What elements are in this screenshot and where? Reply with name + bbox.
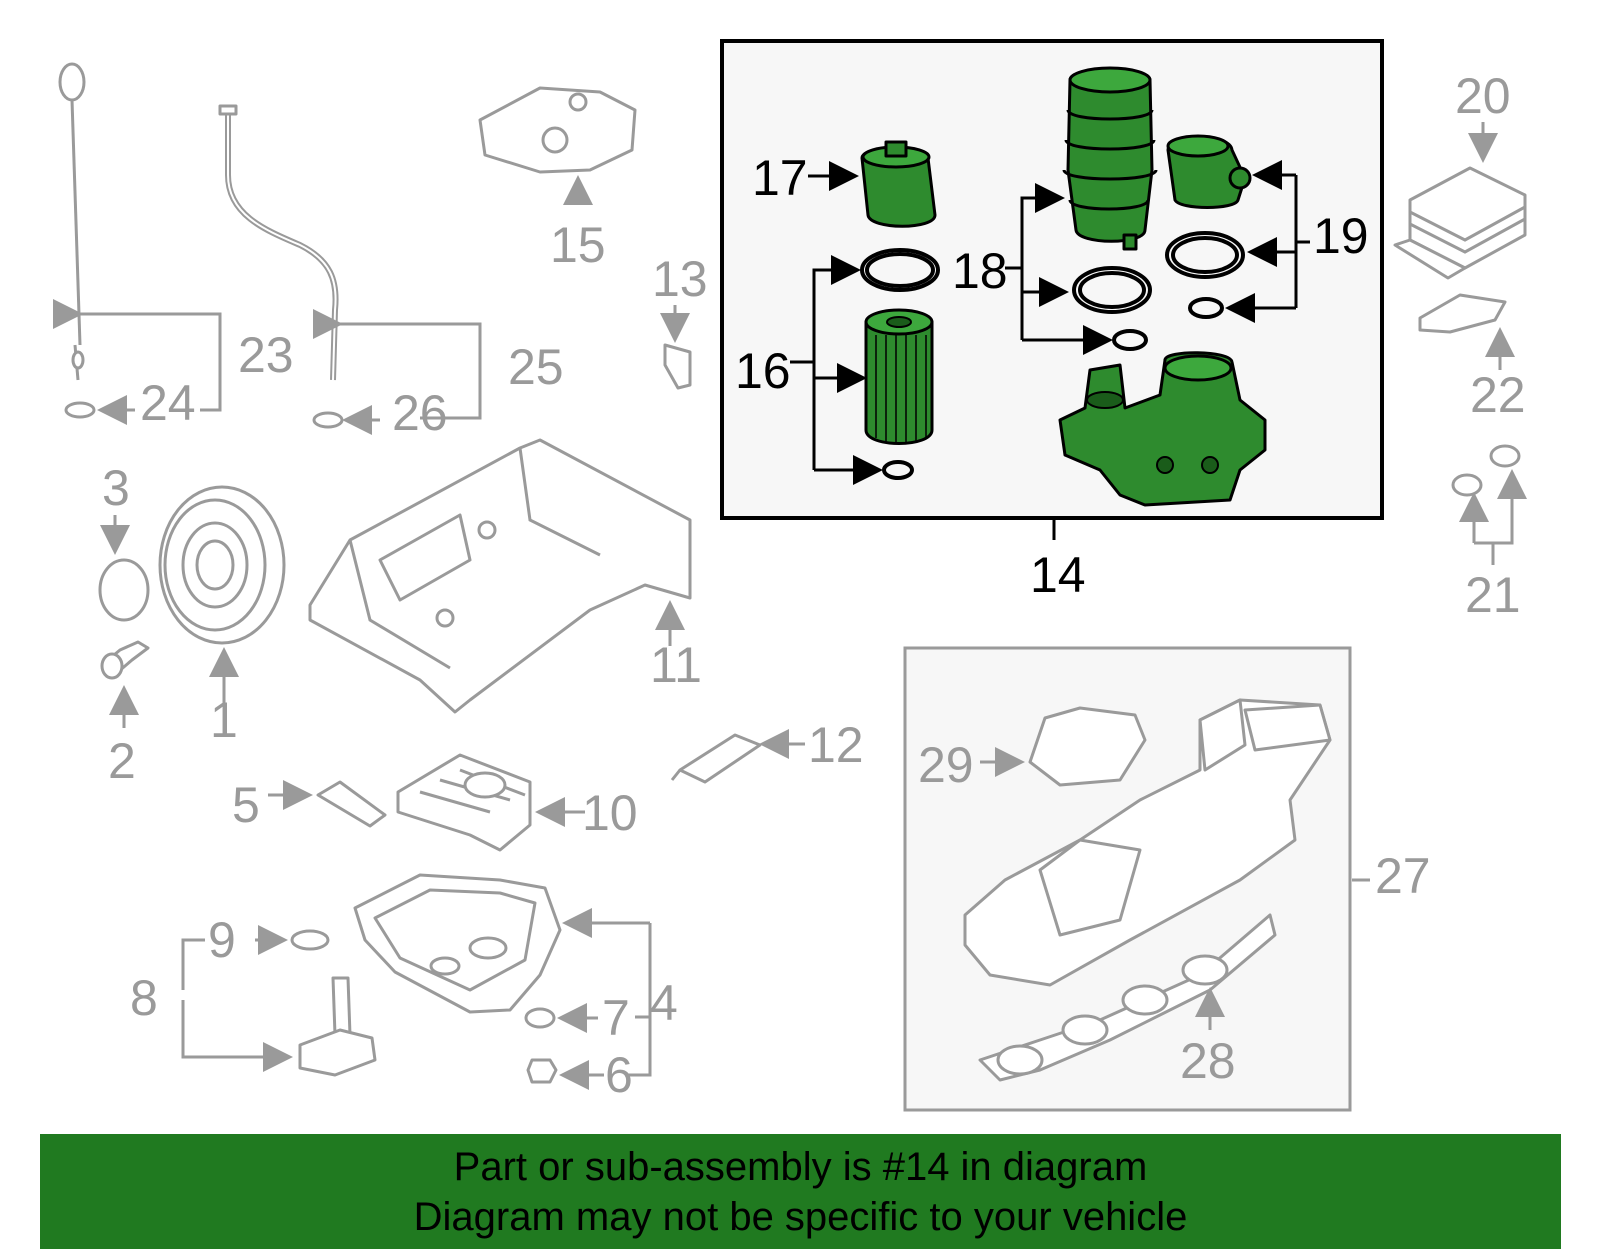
sealant-tube-12-part — [670, 733, 762, 784]
washer-3-part — [98, 558, 150, 622]
callout-26: 26 — [392, 385, 448, 441]
o-ring-19b-part — [1188, 297, 1224, 319]
upper-oil-pan-part — [308, 438, 692, 714]
o-ring-16a-part — [860, 248, 940, 292]
oil-filter-16-part — [864, 308, 934, 445]
oil-level-sensor-8-part — [298, 976, 377, 1077]
o-ring-9-part — [290, 929, 330, 951]
leader-16a — [812, 255, 861, 470]
callout-17: 17 — [752, 150, 808, 206]
callout-25: 25 — [508, 339, 564, 395]
callout-20: 20 — [1455, 68, 1511, 124]
leader-4-bracket — [625, 923, 652, 1077]
filter-housing-sleeve-18-part — [1062, 66, 1158, 251]
gasket-13-part — [663, 343, 692, 390]
valve-cover-part — [963, 698, 1332, 987]
callout-13: 13 — [652, 251, 708, 307]
drain-plug-6-part — [526, 1058, 558, 1084]
callout-21: 21 — [1465, 567, 1521, 623]
leader-25 — [313, 309, 482, 420]
info-banner: Part or sub-assembly is #14 in diagram D… — [40, 1134, 1561, 1249]
callout-18: 18 — [952, 243, 1008, 299]
o-ring-16c-part — [882, 460, 914, 480]
leader-8 — [181, 1000, 293, 1072]
o-ring-18b-part — [1072, 266, 1152, 314]
banner-line-1: Part or sub-assembly is #14 in diagram — [453, 1144, 1148, 1189]
banner-line-2: Diagram may not be specific to your vehi… — [413, 1194, 1188, 1239]
callout-3: 3 — [102, 460, 130, 516]
bolt-2-part — [100, 640, 150, 680]
callout-2: 2 — [108, 733, 136, 789]
o-ring-19a-part — [1165, 231, 1245, 279]
callout-27: 27 — [1375, 848, 1431, 904]
washer-7-part — [524, 1007, 556, 1029]
callout-8: 8 — [130, 970, 158, 1026]
o-ring-18c-part — [1112, 329, 1148, 351]
callout-19: 19 — [1313, 208, 1369, 264]
callout-16: 16 — [735, 343, 791, 399]
gasket-29-part — [1028, 706, 1147, 787]
baffle-10-part — [396, 753, 532, 852]
callout-7: 7 — [602, 990, 630, 1046]
leader-23 — [53, 299, 222, 412]
crank-pulley-part — [158, 485, 286, 645]
dipstick-tube-part — [218, 104, 344, 429]
gasket-22-part — [1418, 293, 1507, 334]
lower-oil-pan-part — [353, 873, 562, 1014]
callout-4: 4 — [650, 975, 678, 1031]
callout-11: 11 — [650, 637, 702, 693]
oil-cooler-20-part — [1393, 166, 1527, 280]
callout-9: 9 — [208, 912, 236, 968]
intake-gasket-28-part — [978, 913, 1277, 1082]
leader-8-bracket — [181, 938, 205, 990]
callout-15: 15 — [550, 217, 606, 273]
assembly-14-box — [720, 39, 1384, 520]
seal-21b-part — [1489, 444, 1521, 468]
callout-6: 6 — [605, 1047, 633, 1103]
callout-23: 23 — [238, 327, 294, 383]
callout-14: 14 — [1030, 547, 1086, 603]
filter-cap-17-part — [860, 140, 937, 228]
callout-29: 29 — [918, 737, 974, 793]
sealant-tube-5-part — [316, 780, 387, 828]
callout-12: 12 — [808, 717, 864, 773]
callout-10: 10 — [582, 785, 638, 841]
callout-22: 22 — [1470, 367, 1526, 423]
adapter-cap-19-part — [1166, 134, 1252, 209]
dipstick-part — [58, 62, 96, 419]
callout-28: 28 — [1180, 1033, 1236, 1089]
callout-5: 5 — [232, 777, 260, 833]
filter-housing-base-part — [1058, 351, 1267, 507]
cover-gasket-part — [478, 86, 637, 174]
callout-24: 24 — [140, 375, 196, 431]
seal-21a-part — [1451, 473, 1483, 497]
callout-1: 1 — [210, 692, 238, 748]
